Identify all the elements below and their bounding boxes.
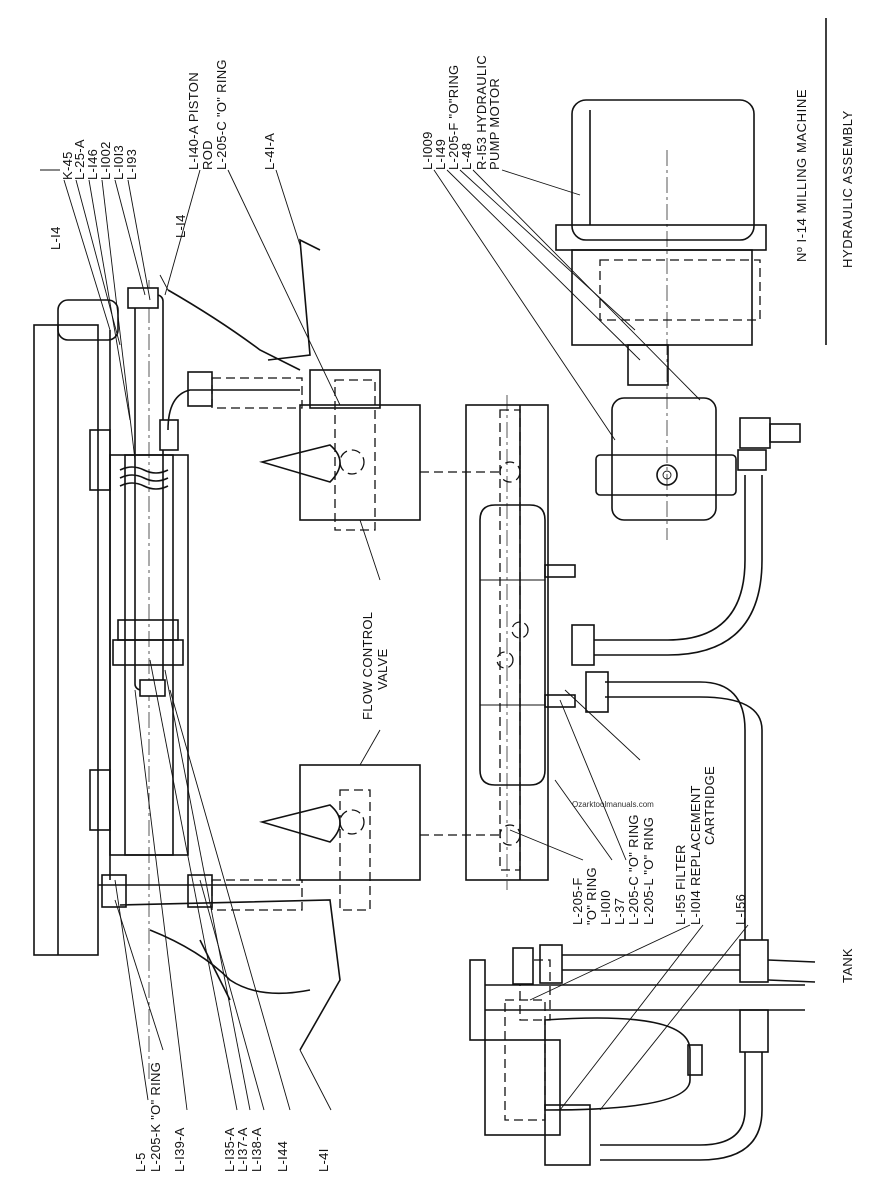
label-l1014-replacement: L-I0I4 REPLACEMENT: [688, 785, 703, 925]
label-l156: L-I56: [733, 894, 748, 925]
label-l14: L-I4: [48, 226, 63, 250]
label-l140a-piston: L-I40-A PISTON: [186, 72, 201, 170]
label-l1010: L-I0I0: [598, 890, 613, 925]
filter-tank: [469, 947, 805, 1166]
flow-control-block-upper: [258, 379, 421, 531]
label-l205c-oring-top: L-205-C "O" RING: [214, 59, 229, 170]
label-k45: K-45: [60, 151, 75, 180]
label-l155-filter: L-I55 FILTER: [673, 844, 688, 925]
label-l139a: L-I39-A: [172, 1127, 187, 1172]
label-l205f: L-205-F: [570, 877, 585, 925]
label-pump-motor: PUMP MOTOR: [487, 78, 502, 170]
label-rod: ROD: [200, 140, 215, 170]
label-valve: VALVE: [375, 648, 390, 690]
label-l37: L-37: [612, 898, 627, 925]
label-l25a: L-25-A: [72, 139, 87, 180]
label-l205l-oring: L-205-L "O" RING: [641, 817, 656, 925]
pump-motor: [555, 99, 801, 540]
label-l146: L-I46: [85, 149, 100, 180]
label-l149: L-I49: [433, 139, 448, 170]
machine-table: [33, 299, 119, 956]
label-l138a: L-I38-A: [249, 1127, 264, 1172]
label-l48: L-48: [459, 143, 474, 170]
labels-piston-rod: L-I40-A PISTON ROD L-205-C "O" RING L-4I…: [164, 59, 341, 406]
hydraulic-lines: [539, 475, 816, 1161]
label-cartridge: CARTRIDGE: [702, 766, 717, 845]
label-l205c-oring: L-205-C "O" RING: [626, 814, 641, 925]
tank-label: TANK: [840, 948, 855, 983]
labels-motor: L-I009 L-I49 L-205-F "O"RING L-48 R-I53 …: [420, 55, 701, 441]
label-l135a: L-I35-A: [222, 1127, 237, 1172]
broken-section-lower: [119, 899, 341, 1051]
label-l41a: L-4I-A: [262, 133, 277, 170]
labels-flow-control: FLOW CONTROL VALVE: [359, 519, 390, 766]
drawing-subtitle: HYDRAULIC ASSEMBLY: [840, 110, 855, 268]
label-flow-control: FLOW CONTROL: [360, 612, 375, 720]
label-r153-hydraulic: R-I53 HYDRAULIC: [474, 55, 489, 170]
label-l41: L-4I: [316, 1148, 331, 1172]
labels-bottom-right: L-205-F "O" RING L-I0I0 L-37 L-205-C "O"…: [509, 689, 749, 1111]
hydraulic-cylinder: [109, 280, 189, 1080]
cylinder-piping: [98, 371, 303, 911]
labels-top-left: L-I4 K-45 L-25-A L-I46 L-I002 L-I0I3 L-I…: [40, 139, 188, 461]
label-l1002: L-I002: [98, 141, 113, 180]
label-l205f-oring: L-205-F "O"RING: [446, 65, 461, 170]
label-l5: L-5: [133, 1152, 148, 1172]
watermark: Ozarktoolmanuals.com: [572, 800, 654, 809]
label-l193: L-I93: [124, 149, 139, 180]
label-l1009: L-I009: [420, 131, 435, 170]
valve-manifold: [420, 395, 576, 890]
label-l205k-oring: L-205-K "O" RING: [148, 1062, 163, 1172]
drawing-number-title: Nº I-14 MILLING MACHINE: [794, 89, 809, 262]
label-l14-cyl: L-I4: [173, 214, 188, 238]
labels-bottom-left: L-5 L-205-K "O" RING L-I39-A L-I35-A L-I…: [114, 659, 332, 1172]
label-l144: L-I44: [275, 1141, 290, 1172]
label-l1013: L-I0I3: [111, 145, 126, 180]
broken-section-upper: [159, 238, 381, 409]
label-o-ring: "O" RING: [584, 867, 599, 925]
label-l137a: L-I37-A: [235, 1127, 250, 1172]
flow-control-block-lower: [258, 764, 421, 911]
